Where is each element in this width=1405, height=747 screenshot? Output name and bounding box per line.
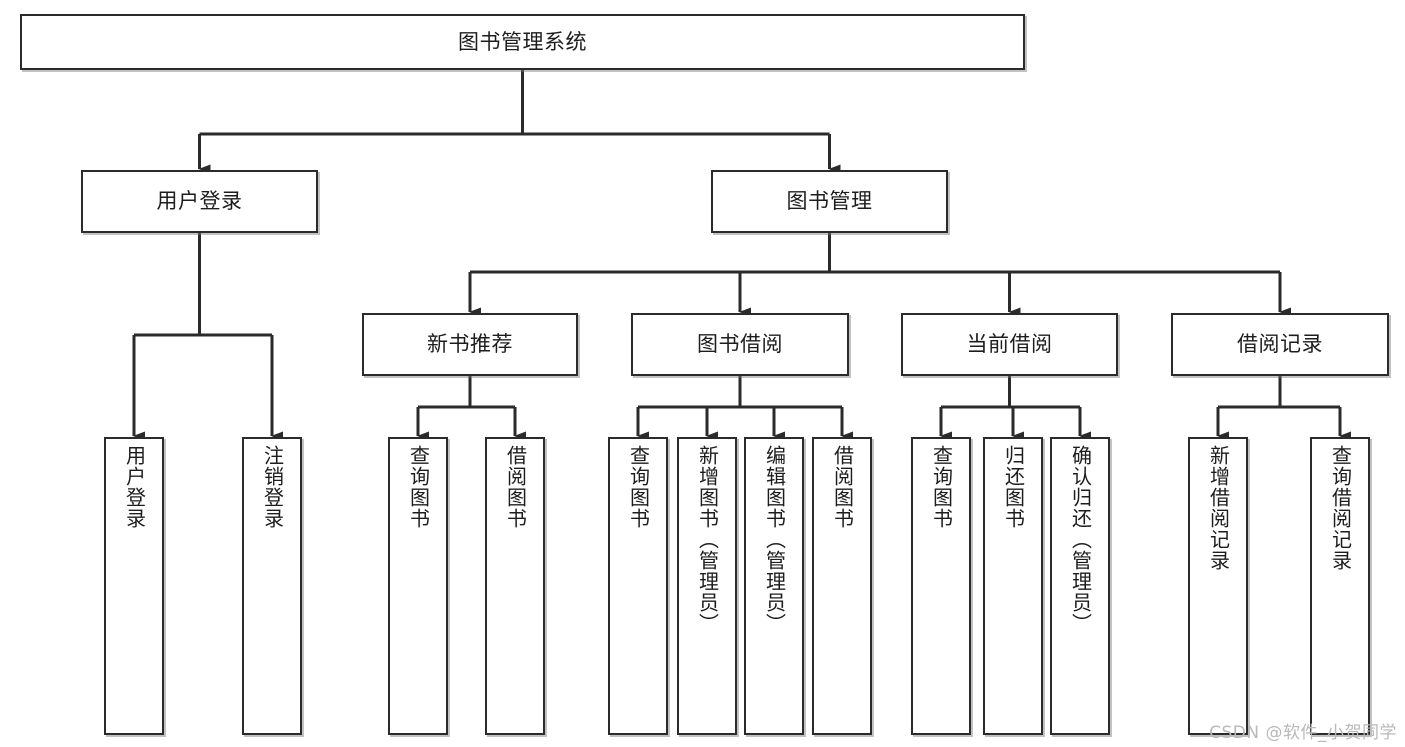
leaf-user-login-label: 用户登录	[122, 445, 147, 529]
leaf-add-borrow-record-label: 新增借阅记录	[1206, 445, 1231, 571]
leaf-query-book-1-label: 查询图书	[406, 445, 431, 529]
watermark: CSDN @软件_小贺同学	[1209, 723, 1397, 743]
node-root-label: 图书管理系统	[458, 29, 587, 54]
node-borrow-record[interactable]: 借阅记录	[1171, 313, 1389, 376]
leaf-edit-book[interactable]: 编辑图书（管理员）	[744, 437, 804, 735]
leaf-confirm-return-label: 确认归还（管理员）	[1068, 445, 1093, 634]
leaf-borrow-book-2[interactable]: 借阅图书	[812, 437, 872, 735]
leaf-return-book-label: 归还图书	[1001, 445, 1026, 529]
leaf-borrow-book-2-label: 借阅图书	[830, 445, 855, 529]
leaf-add-borrow-record[interactable]: 新增借阅记录	[1188, 437, 1248, 735]
node-book-manage-label: 图书管理	[786, 189, 873, 214]
node-borrow-record-label: 借阅记录	[1237, 332, 1323, 357]
leaf-query-book-1[interactable]: 查询图书	[388, 437, 448, 735]
node-current-borrow[interactable]: 当前借阅	[901, 313, 1118, 376]
leaf-query-book-2[interactable]: 查询图书	[608, 437, 668, 735]
leaf-query-book-3-label: 查询图书	[929, 445, 954, 529]
leaf-query-borrow-record-label: 查询借阅记录	[1328, 445, 1353, 571]
node-book-borrow-label: 图书借阅	[697, 332, 783, 357]
leaf-query-book-2-label: 查询图书	[626, 445, 651, 529]
node-user-login[interactable]: 用户登录	[81, 170, 318, 233]
leaf-add-book-label: 新增图书（管理员）	[695, 445, 720, 634]
leaf-borrow-book-1-label: 借阅图书	[503, 445, 528, 529]
leaf-logout[interactable]: 注销登录	[242, 437, 302, 735]
leaf-return-book[interactable]: 归还图书	[983, 437, 1043, 735]
leaf-query-borrow-record[interactable]: 查询借阅记录	[1310, 437, 1370, 735]
leaf-edit-book-label: 编辑图书（管理员）	[762, 445, 787, 634]
node-new-book-recommendation[interactable]: 新书推荐	[362, 313, 578, 376]
leaf-add-book[interactable]: 新增图书（管理员）	[677, 437, 737, 735]
leaf-user-login[interactable]: 用户登录	[104, 437, 164, 735]
node-current-borrow-label: 当前借阅	[966, 332, 1053, 357]
node-user-login-label: 用户登录	[156, 189, 243, 214]
leaf-borrow-book-1[interactable]: 借阅图书	[485, 437, 545, 735]
node-new-book-recommendation-label: 新书推荐	[427, 332, 513, 357]
leaf-query-book-3[interactable]: 查询图书	[911, 437, 971, 735]
node-book-borrow[interactable]: 图书借阅	[631, 313, 849, 376]
node-root[interactable]: 图书管理系统	[20, 14, 1025, 70]
leaf-confirm-return[interactable]: 确认归还（管理员）	[1050, 437, 1110, 735]
node-book-manage[interactable]: 图书管理	[711, 170, 948, 233]
leaf-logout-label: 注销登录	[260, 445, 285, 529]
